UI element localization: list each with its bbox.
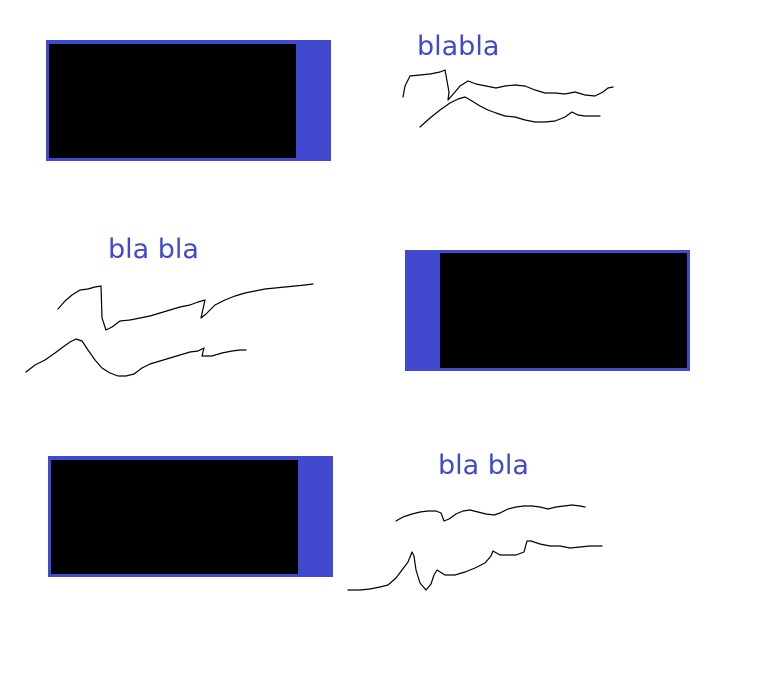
scribble-line: [57, 283, 314, 331]
blue-card-middle-right: [405, 250, 690, 371]
label-bla-bla-bottom: bla bla: [438, 450, 529, 481]
black-block: [440, 253, 687, 368]
black-block: [49, 44, 296, 158]
black-block: [51, 460, 298, 574]
scribble-line: [347, 540, 603, 591]
blue-card-top-left: [46, 40, 331, 161]
scribble-line: [395, 504, 586, 522]
scribble-line: [419, 96, 601, 128]
scribble-line: [25, 338, 247, 377]
scribble-line: [402, 69, 614, 101]
label-blabla: blabla: [417, 31, 500, 62]
blue-card-bottom-left: [48, 456, 333, 577]
label-bla-bla-middle: bla bla: [108, 234, 199, 265]
